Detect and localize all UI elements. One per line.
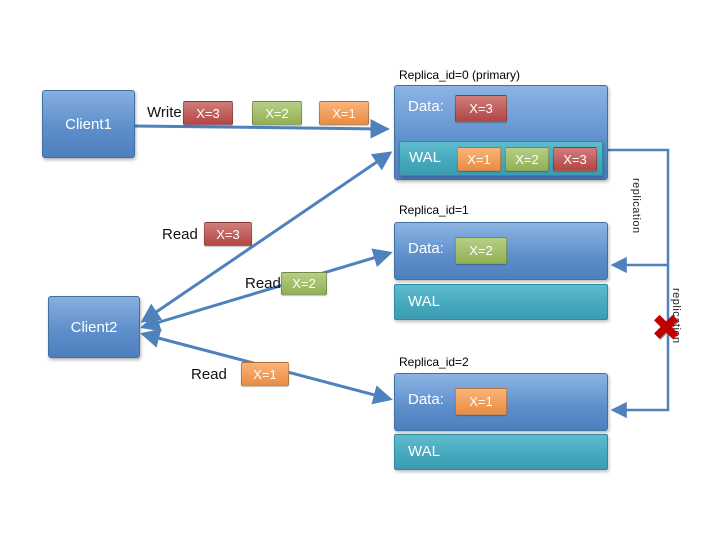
write-label: Write	[147, 104, 182, 121]
read-value-badge-x3: X=3	[204, 222, 252, 246]
replica1-box: Data: X=2	[394, 222, 608, 280]
replica0-data-label: Data:	[408, 98, 444, 115]
replica1-wal-bar: WAL	[394, 284, 608, 320]
replica0-wal-entry-x3: X=3	[553, 147, 597, 171]
replication-failure-x-icon: ✖	[651, 307, 682, 348]
replica0-wal-bar: WAL X=1 X=2 X=3	[399, 141, 603, 176]
write-value-badge-x1: X=1	[319, 101, 369, 125]
read-label-x2: Read	[245, 275, 281, 292]
read-label-x1: Read	[191, 366, 227, 383]
replica2-wal-bar: WAL	[394, 434, 608, 470]
read-value-badge-x1: X=1	[241, 362, 289, 386]
write-arrow	[133, 119, 390, 139]
read-label-x3: Read	[162, 226, 198, 243]
write-value-badge-x3: X=3	[183, 101, 233, 125]
replica2-box: Data: X=1	[394, 373, 608, 431]
replica0-title: Replica_id=0 (primary)	[399, 68, 521, 82]
replica0-data-value-badge: X=3	[455, 95, 507, 122]
replica1-wal-label: WAL	[408, 293, 440, 310]
replication-label-2: replication	[670, 288, 682, 344]
client2-label: Client2	[70, 318, 118, 336]
read-value-badge-x2: X=2	[281, 272, 327, 295]
client1-box: Client1	[42, 90, 135, 158]
replica2-wal-label: WAL	[408, 443, 440, 460]
replica1-data-label: Data:	[408, 240, 444, 257]
replica2-data-value-badge: X=1	[455, 388, 507, 415]
write-value-badge-x2: X=2	[252, 101, 302, 125]
replica0-wal-entry-x2: X=2	[505, 147, 549, 171]
replica0-wal-label: WAL	[409, 149, 441, 166]
replica0-box: Data: X=3 WAL X=1 X=2 X=3	[394, 85, 608, 180]
replica2-data-label: Data:	[408, 391, 444, 408]
replica2-title: Replica_id=2	[399, 355, 469, 369]
replica1-title: Replica_id=1	[399, 203, 469, 217]
client1-label: Client1	[65, 115, 112, 133]
replica1-data-value-badge: X=2	[455, 237, 507, 264]
replica0-wal-entry-x1: X=1	[457, 147, 501, 171]
replication-label-1: replication	[630, 178, 642, 234]
client2-box: Client2	[48, 296, 140, 358]
